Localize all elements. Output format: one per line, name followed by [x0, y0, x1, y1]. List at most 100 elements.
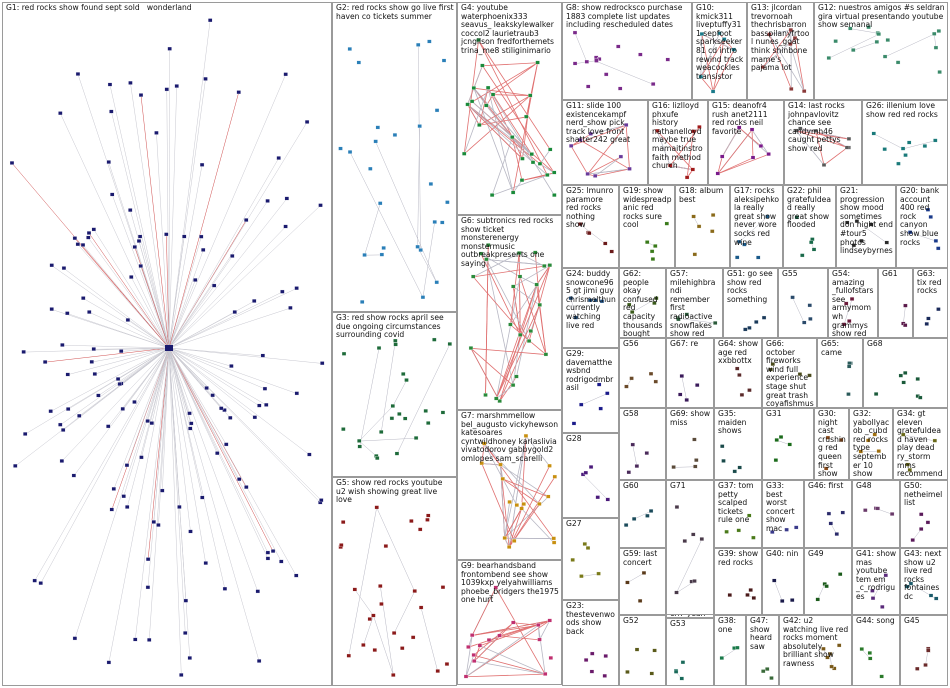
node	[109, 192, 115, 197]
group-panel-g47: G47: show heard saw	[746, 615, 779, 686]
node	[72, 636, 78, 641]
group-label: G17: rocks aleksipehkola really great sh…	[734, 186, 780, 247]
node	[585, 171, 590, 176]
node	[65, 311, 70, 316]
node	[417, 124, 422, 129]
node	[514, 374, 519, 379]
group-graph-g40	[772, 578, 795, 603]
node	[923, 663, 928, 667]
edge	[11, 162, 170, 349]
edge	[495, 265, 551, 399]
group-panel-g32: G32: yabollyacob _cubd red rocks type se…	[849, 408, 893, 480]
node	[828, 521, 833, 526]
group-label: G40: nin	[766, 549, 799, 558]
node	[188, 529, 193, 534]
edge	[519, 276, 537, 286]
node	[696, 224, 702, 229]
group-graph-g33	[770, 525, 799, 534]
group-panel-g63: G63: tix red rocks	[913, 268, 948, 338]
node	[183, 598, 189, 603]
group-label: G48	[856, 481, 872, 490]
group-label: G47: show heard saw	[750, 616, 775, 651]
node	[821, 646, 826, 651]
node	[713, 321, 718, 325]
node	[537, 302, 542, 307]
node	[279, 559, 284, 564]
node	[599, 299, 605, 304]
group-panel-g28: G28	[562, 433, 619, 518]
group-panel-g33: G33: best worst concert show mac	[762, 480, 804, 548]
edge	[111, 111, 170, 349]
node	[631, 516, 637, 521]
edge	[850, 28, 878, 34]
group-panel-g14: G14: last rocks johnpavlovitz chance see…	[784, 100, 862, 185]
edge	[508, 476, 556, 548]
node	[648, 509, 654, 513]
node	[844, 301, 849, 306]
node	[445, 200, 450, 205]
node	[590, 651, 595, 656]
node	[440, 220, 445, 225]
edge	[359, 437, 417, 442]
node	[724, 529, 729, 534]
node	[128, 80, 133, 85]
edge	[486, 105, 534, 163]
edge	[40, 347, 170, 584]
node	[926, 316, 931, 321]
node	[936, 29, 942, 33]
node	[826, 56, 832, 60]
edge	[474, 660, 546, 675]
edge	[536, 265, 551, 286]
node	[137, 234, 143, 239]
node	[596, 571, 601, 576]
group-graph-g8	[572, 30, 670, 91]
group-label: G16: lizlloyd phxufe history nathanelloy…	[652, 101, 706, 171]
node	[928, 214, 933, 219]
node	[530, 160, 536, 165]
node	[203, 561, 208, 566]
node	[478, 251, 484, 256]
node	[768, 367, 773, 372]
node	[270, 549, 276, 554]
node	[674, 505, 680, 509]
node	[91, 227, 96, 232]
node	[528, 93, 533, 98]
group-label: G44: song	[856, 616, 895, 625]
node	[697, 125, 702, 129]
group-panel-g34: G34: gt eleven gratefuldead haven play d…	[893, 408, 948, 480]
node	[604, 72, 609, 77]
group-label: G71	[670, 481, 686, 490]
node	[863, 508, 868, 513]
node	[933, 238, 939, 243]
edge	[492, 62, 538, 95]
edge	[481, 463, 501, 466]
node	[589, 669, 595, 674]
edge	[168, 79, 206, 349]
node	[188, 426, 193, 431]
node	[906, 140, 912, 145]
node	[356, 60, 362, 65]
node	[393, 338, 398, 343]
edge	[570, 298, 577, 318]
edge	[168, 347, 267, 406]
edge	[632, 298, 657, 313]
node	[552, 170, 557, 175]
edge	[504, 502, 510, 539]
edge	[148, 347, 170, 641]
node	[265, 550, 271, 555]
edge	[823, 147, 848, 166]
node	[375, 125, 380, 130]
edge	[108, 347, 170, 663]
node	[680, 660, 686, 665]
edge	[111, 194, 170, 349]
edge	[168, 200, 268, 349]
node	[682, 539, 687, 543]
edge	[126, 347, 170, 508]
group-label: G20: bank account 400 red rock canyon sh…	[900, 186, 942, 247]
edge	[467, 104, 548, 176]
node	[629, 376, 634, 381]
node	[846, 364, 852, 369]
node	[673, 669, 679, 674]
edge	[721, 127, 740, 157]
node	[423, 408, 428, 413]
